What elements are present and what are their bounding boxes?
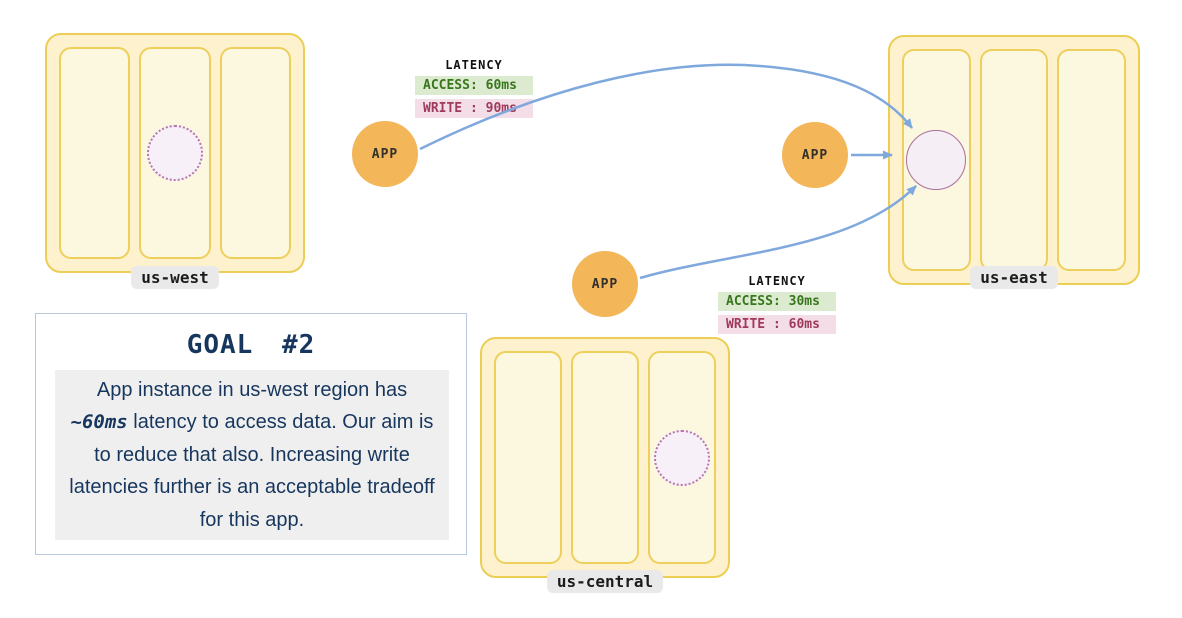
app-node-label: APP: [371, 146, 399, 162]
latency-access-value: ACCESS: 30ms: [718, 292, 836, 311]
app-node-central: APP: [572, 251, 638, 317]
region-slot: [59, 47, 131, 259]
data-circle: [906, 130, 967, 190]
region-slot: [494, 351, 562, 564]
region-label-us-west: us-west: [131, 266, 219, 289]
app-node-label: APP: [591, 276, 619, 292]
region-label-us-central: us-central: [546, 570, 664, 593]
goal-body-latency-value: ~60ms: [70, 411, 128, 434]
goal-title: GOAL #2: [186, 330, 316, 360]
goal-body-box: App instance in us-west region has ~60ms…: [55, 370, 449, 540]
region-slot: [1057, 49, 1127, 271]
goal-body-pre: App instance in us-west region has: [96, 379, 408, 402]
region-slot: [648, 351, 716, 564]
region-label-wrap: us-east: [888, 266, 1140, 289]
region-slot: [902, 49, 971, 271]
latency-title: LATENCY: [445, 58, 503, 72]
latency-write-value: WRITE : 60ms: [718, 315, 836, 334]
region-us-east: [888, 35, 1140, 285]
goal-panel: GOAL #2 App instance in us-west region h…: [35, 313, 467, 555]
region-slot: [571, 351, 639, 564]
latency-write-value: WRITE : 90ms: [415, 99, 533, 118]
region-label-wrap: us-central: [480, 570, 730, 593]
latency-title: LATENCY: [748, 274, 806, 288]
region-us-central: [480, 337, 730, 578]
region-label-us-east: us-east: [970, 266, 1058, 289]
latency-panel-central: LATENCY ACCESS: 30ms WRITE : 60ms: [718, 274, 836, 334]
app-node-west: APP: [352, 121, 418, 187]
goal-body-text: App instance in us-west region has ~60ms…: [69, 374, 435, 536]
latency-access-value: ACCESS: 60ms: [415, 76, 533, 95]
app-node-east: APP: [782, 122, 848, 188]
region-slot: [979, 49, 1049, 271]
region-slot: [139, 47, 211, 259]
region-label-wrap: us-west: [45, 266, 305, 289]
replica-placeholder-circle: [654, 429, 710, 486]
replica-placeholder-circle: [146, 125, 203, 181]
app-node-label: APP: [801, 147, 829, 163]
arrow-central-app-to-east-data: [639, 185, 917, 280]
region-slot: [219, 47, 291, 259]
region-us-west: [45, 33, 305, 273]
latency-panel-west: LATENCY ACCESS: 60ms WRITE : 90ms: [415, 58, 533, 118]
goal-body-post: latency to access data. Our aim is to re…: [69, 411, 435, 531]
